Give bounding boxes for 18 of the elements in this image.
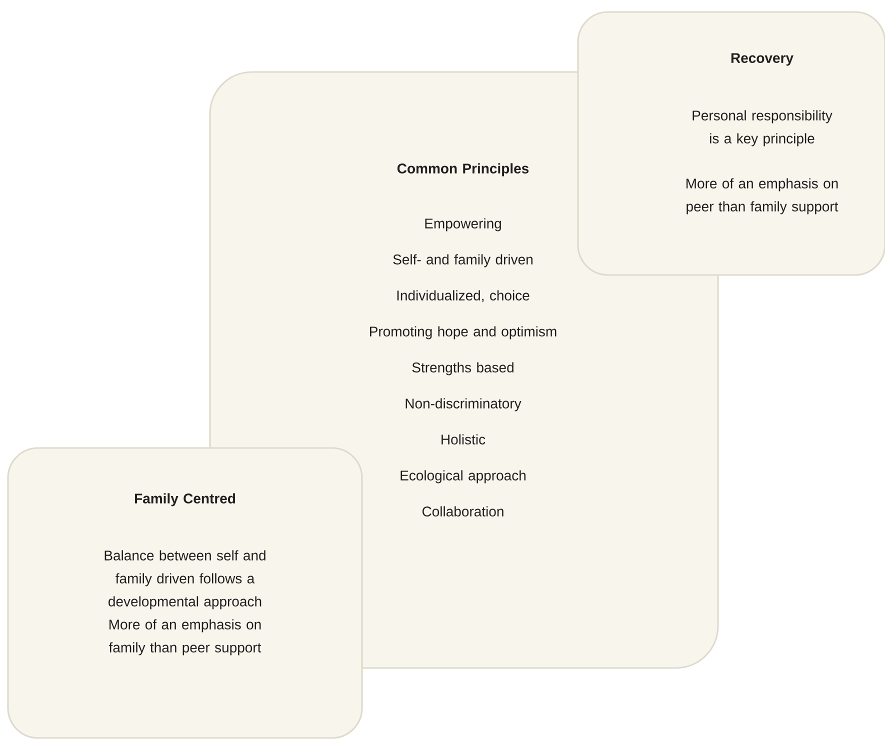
box-text: Personal responsibility is a key principle [692,110,832,146]
box-text: Self- and family driven [393,254,532,268]
box-text: Individualized, choice [397,290,530,302]
box-text: Strengths based [412,362,514,376]
box-heading: Family Centred [134,493,236,506]
rounded-box [577,11,885,276]
box-heading: Recovery [731,53,794,66]
box-text: Empowering [425,218,501,232]
rounded-box [7,447,363,739]
box-text: More of an emphasis on peer than family support [686,178,838,214]
box-text: Collaboration [422,506,504,516]
box-text: Holistic [442,434,486,444]
box-text: Balance between self and family driven follows a developmental approach [104,550,266,610]
box-text: Promoting hope and optimism [370,326,556,340]
box-text: Non-discriminatory [406,398,522,412]
box-text: More of an emphasis on family than peer support [108,619,262,656]
box-heading: Common Principles [397,163,529,176]
box-text: Ecological approach [400,470,526,484]
